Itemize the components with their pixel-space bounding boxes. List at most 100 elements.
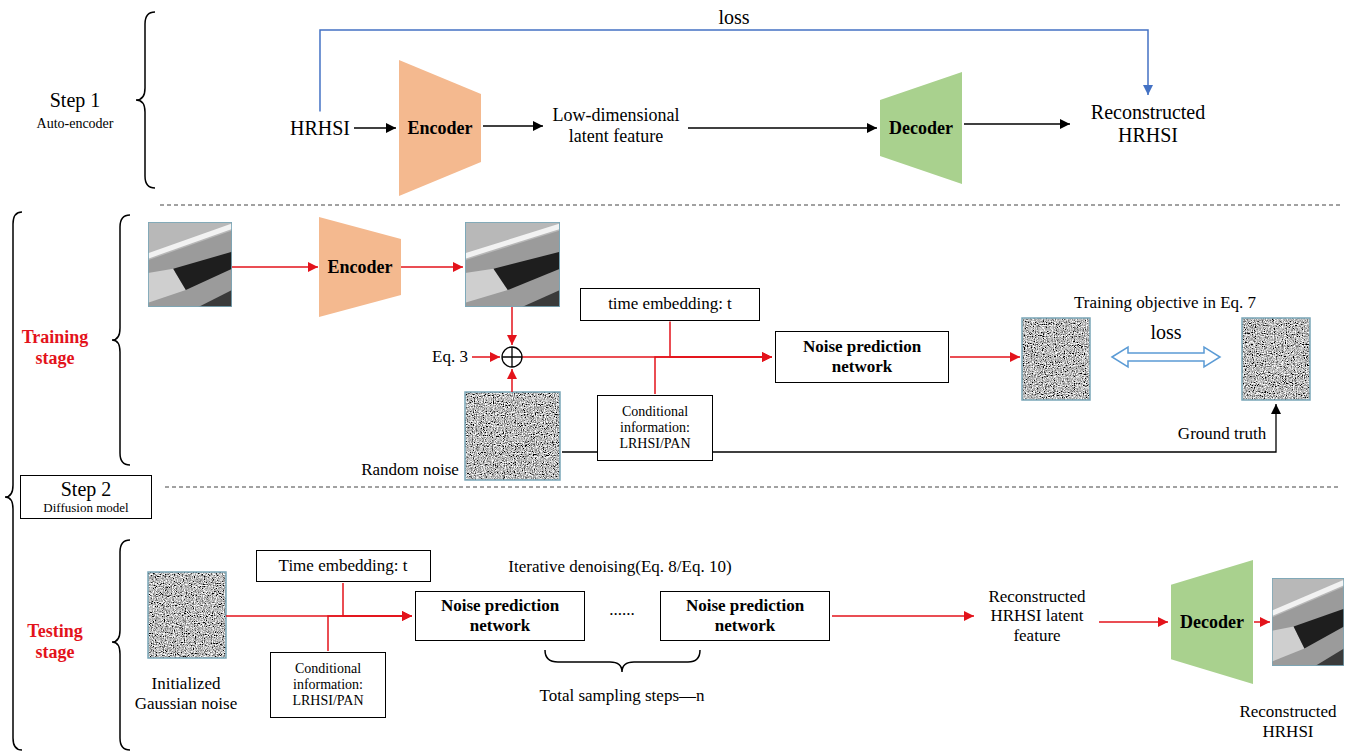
node-text: Step 2 <box>23 478 149 501</box>
image-caption: Random noise <box>361 460 459 480</box>
image-caption-wrap: Initialized Gaussian noise <box>126 674 246 713</box>
connector-arrow <box>832 615 974 617</box>
latent-label: Low-dimensional latent feature <box>546 103 686 148</box>
input-label: HRHSI <box>288 115 352 142</box>
loss-double-arrow <box>1112 347 1220 367</box>
noise-image <box>465 392 560 480</box>
image-frame <box>148 572 226 658</box>
node-text: Noise prediction network <box>665 596 825 635</box>
encoder-block: Encoder <box>399 60 481 196</box>
node-text: Time embedding: t <box>261 556 426 576</box>
connector-arrow <box>964 123 1070 125</box>
image-patch <box>148 222 232 307</box>
ground-truth-arrow <box>562 404 1276 452</box>
encoder-block: Encoder <box>319 217 401 317</box>
node-text: Conditional information: LRHSI/PAN <box>275 661 381 709</box>
connector-arrow <box>1099 621 1168 623</box>
equation-label: Eq. 3 <box>432 347 468 367</box>
image-frame <box>1242 318 1310 400</box>
process-box: Noise prediction network <box>775 331 949 383</box>
flow-arrow <box>950 356 1020 358</box>
image-caption: Initialized Gaussian noise <box>126 674 246 713</box>
flow-arrow <box>1254 621 1270 623</box>
image-patch <box>465 222 560 307</box>
bracket <box>136 12 155 188</box>
node-text: Reconstructed HRHSI <box>1075 101 1221 147</box>
node-text: Low-dimensional latent feature <box>548 105 684 146</box>
node-text: Reconstructed HRHSI latent feature <box>979 587 1095 646</box>
step-subtitle: Auto-encoder <box>37 116 114 132</box>
flow-arrow <box>511 369 513 392</box>
stage-label-wrap: Testing stage <box>10 621 100 662</box>
bracket <box>545 650 700 672</box>
connector-arrow <box>655 357 772 394</box>
node-text: time embedding: t <box>585 294 755 314</box>
trapezoid-outline <box>1171 560 1253 684</box>
step-box: Step 2Diffusion model <box>20 475 152 519</box>
image-caption-wrap: Reconstructed HRHSI <box>1233 702 1343 741</box>
edge-label-wrap: loss <box>715 6 752 28</box>
step-subtitle-wrap: Auto-encoder <box>37 116 114 132</box>
ground-truth-label: Ground truth <box>1178 424 1266 444</box>
embedding-box: Time embedding: t <box>256 550 431 582</box>
sum-symbol <box>502 347 522 367</box>
process-box: Noise prediction network <box>660 591 830 640</box>
trapezoid-outline <box>399 60 481 196</box>
node-text: Decoder <box>1173 612 1251 633</box>
divider-line <box>160 205 1340 206</box>
step-count-note: Total sampling steps—n <box>539 686 704 706</box>
stage-label: Training stage <box>10 327 100 368</box>
connector-arrow <box>670 322 772 358</box>
sum-symbol <box>502 347 522 367</box>
edge-label: loss <box>715 6 752 28</box>
image-caption-wrap: Random noise <box>361 460 459 480</box>
loss-label-wrap: loss <box>1150 321 1181 344</box>
process-note: Iterative denoising(Eq. 8/Eq. 10) <box>508 557 731 577</box>
node-text: Encoder <box>321 257 399 278</box>
process-note-wrap: Iterative denoising(Eq. 8/Eq. 10) <box>508 557 731 577</box>
equation-label-wrap: Eq. 3 <box>432 347 468 367</box>
connector-arrow <box>483 125 543 127</box>
node-text: HRHSI <box>290 117 350 140</box>
condition-box: Conditional information: LRHSI/PAN <box>270 652 386 718</box>
flow-arrow <box>401 266 463 268</box>
step-label-wrap: Step 1 <box>50 89 101 112</box>
step-count-note-wrap: Total sampling steps—n <box>539 686 704 706</box>
node-text: Diffusion model <box>23 501 149 516</box>
flow-arrow <box>472 356 500 358</box>
process-box: Noise prediction network <box>415 591 585 640</box>
trapezoid-outline <box>319 217 401 317</box>
latent-label: Reconstructed HRHSI latent feature <box>977 585 1097 648</box>
image-frame <box>1022 318 1090 400</box>
node-text: Encoder <box>401 118 479 139</box>
output-label: Reconstructed HRHSI <box>1073 99 1223 149</box>
objective-note: Training objective in Eq. 7 <box>1074 293 1256 313</box>
node-text: Conditional information: LRHSI/PAN <box>602 404 708 452</box>
connector-arrow <box>343 583 412 616</box>
loss-label: loss <box>1150 321 1181 344</box>
noise-image <box>1242 318 1310 400</box>
ellipsis-wrap: ...... <box>609 600 635 620</box>
node-text: Noise prediction network <box>780 337 944 376</box>
image-patch <box>1272 578 1344 666</box>
trapezoid-outline <box>880 72 962 184</box>
noise-image <box>148 572 226 658</box>
stage-label: Testing stage <box>10 621 100 662</box>
node-text: Decoder <box>882 118 960 139</box>
flow-arrow <box>232 266 318 268</box>
ellipsis: ...... <box>609 600 635 620</box>
divider-line <box>165 487 1340 488</box>
bracket <box>112 540 130 750</box>
flow-arrow <box>511 307 513 345</box>
stage-label-wrap: Training stage <box>10 327 100 368</box>
decoder-block: Decoder <box>1171 560 1253 684</box>
image-caption: Reconstructed HRHSI <box>1233 702 1343 741</box>
ground-truth-label-wrap: Ground truth <box>1178 424 1266 444</box>
node-text: Noise prediction network <box>420 596 580 635</box>
decoder-block: Decoder <box>880 72 962 184</box>
step-label: Step 1 <box>50 89 101 112</box>
condition-box: Conditional information: LRHSI/PAN <box>597 395 713 461</box>
connector-arrow <box>688 127 877 129</box>
connector-arrow <box>328 616 412 651</box>
